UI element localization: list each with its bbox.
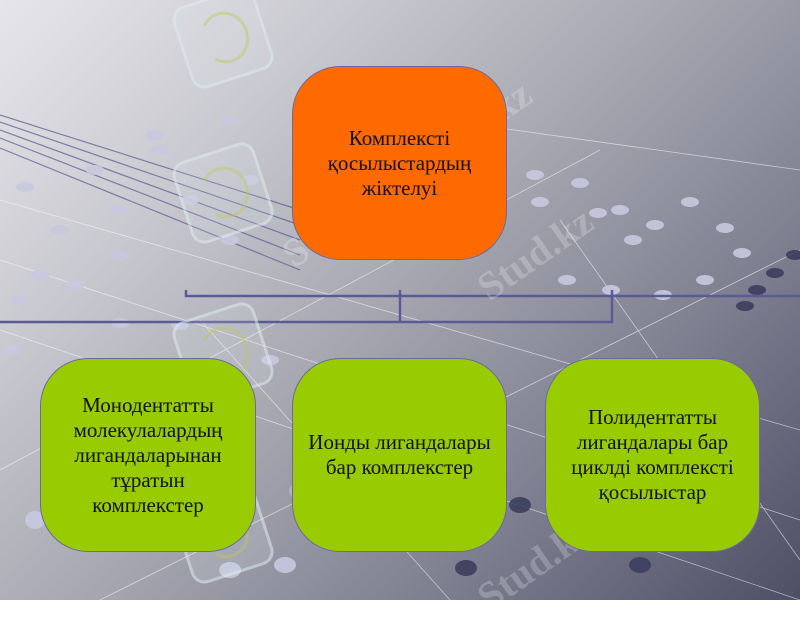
node-line: Ионды лигандалары	[308, 430, 491, 454]
node-line: тұратын	[111, 467, 185, 492]
node-line: қосылыстар	[598, 480, 707, 504]
node-line: бар комплекстер	[325, 455, 474, 479]
node-line: Полидентатты	[587, 405, 717, 429]
child-node-monodentate: Монодентатты молекулалардың лигандаларын…	[40, 358, 256, 552]
node-line: лигандаларынан	[74, 442, 222, 467]
node-line: Монодентатты	[82, 392, 214, 417]
node-line: циклді комплексті	[571, 455, 734, 479]
node-line: комплекстер	[92, 492, 204, 517]
node-line: қосылыстардың	[327, 150, 472, 175]
node-line: жіктелуі	[361, 175, 438, 200]
node-line: молекулалардың	[73, 417, 223, 442]
child-node-ionic-ligands: Ионды лигандалары бар комплекстер	[292, 358, 507, 552]
root-node-classification: Комплексті қосылыстардың жіктелуі	[292, 66, 507, 260]
node-line: Комплексті	[348, 125, 451, 150]
connector-lines	[0, 290, 800, 324]
node-line: лигандалары бар	[576, 430, 729, 454]
child-node-polydentate: Полидентатты лигандалары бар циклді комп…	[545, 358, 760, 552]
